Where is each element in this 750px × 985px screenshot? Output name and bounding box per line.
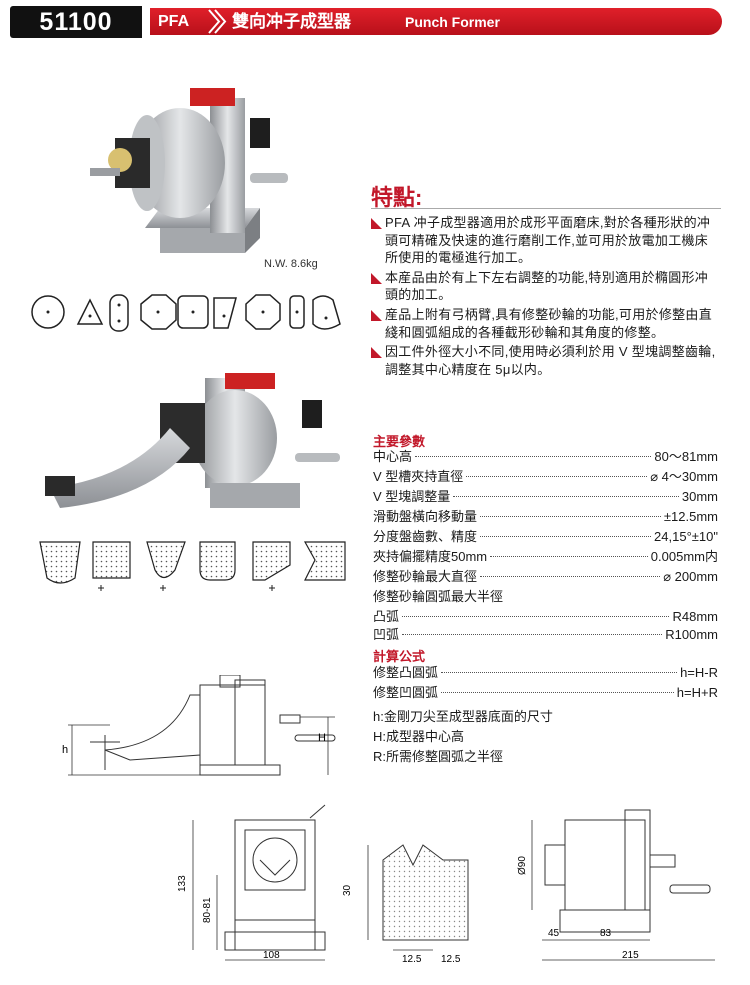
formula-heading: 計算公式 xyxy=(373,649,426,664)
arc-heading: 修整砂輪圓弧最大半徑 xyxy=(373,589,504,604)
legend-item: H:成型器中心高 xyxy=(373,729,465,744)
dim-45-label: 45 xyxy=(548,928,560,939)
specs-heading: 主要參數 xyxy=(373,434,426,449)
dim-215-label: 215 xyxy=(622,950,639,961)
product-photo-arm xyxy=(45,373,340,508)
product-title-en: Punch Former xyxy=(405,14,500,30)
front-view-drawing: 133 80-81 108 xyxy=(177,804,326,961)
feature-item: PFA 冲子成型器適用於成形平面磨床,對於各種形狀的冲頭可精確及快速的進行磨削工… xyxy=(371,214,721,267)
chevron-right-icon xyxy=(208,9,227,34)
side-view-drawing: h H xyxy=(62,675,336,776)
spec-row: 滑動盤橫向移動量±12.5mm xyxy=(373,509,718,524)
dim-h-label: h xyxy=(62,744,68,756)
v-block-drawing: 30 12.5 12.5 xyxy=(342,844,469,965)
dim-108-label: 108 xyxy=(263,950,280,961)
dim-80-81-label: 80-81 xyxy=(202,897,213,923)
dim-83-label: 83 xyxy=(600,928,612,939)
dim-H-label: H xyxy=(318,732,326,744)
triangle-bullet-icon xyxy=(371,309,382,321)
dim-30-label: 30 xyxy=(342,884,353,896)
wheel-profile-shapes xyxy=(39,541,346,591)
feature-item: 本産品由於有上下左右調整的功能,特別適用於橢圓形冲頭的加工。 xyxy=(371,269,721,304)
spec-row: V 型槽夾持直徑⌀ 4～30mm xyxy=(373,469,718,484)
product-photo-front xyxy=(90,88,288,253)
triangle-bullet-icon xyxy=(371,272,382,284)
punch-profile-shapes xyxy=(31,294,341,332)
feature-item: 産品上附有弓柄臂,具有修整砂輪的功能,可用於修整由直綫和圓弧組成的各種截形砂輪和… xyxy=(371,306,721,341)
model-number: 51100 xyxy=(10,6,142,38)
spec-row: 修整砂輪最大直徑⌀ 200mm xyxy=(373,569,718,584)
feature-item: 因工件外徑大小不同,使用時必須利於用 V 型塊調整齒輪,調整其中心精度在 5μ以… xyxy=(371,343,721,378)
dim-90-label: Ø90 xyxy=(517,856,528,875)
triangle-bullet-icon xyxy=(371,218,382,229)
header-banner xyxy=(150,8,722,35)
series-label: PFA xyxy=(158,13,190,30)
legend-item: h:金剛刀尖至成型器底面的尺寸 xyxy=(373,709,553,724)
features-divider xyxy=(371,208,721,209)
dim-133-label: 133 xyxy=(177,875,188,892)
net-weight-caption: N.W. 8.6kg xyxy=(264,258,318,270)
features-heading: 特點: xyxy=(371,185,423,210)
product-title-cn: 雙向冲子成型器 xyxy=(232,12,351,31)
dim-12-5-left-label: 12.5 xyxy=(402,954,422,965)
triangle-bullet-icon xyxy=(371,347,382,359)
top-view-drawing: Ø90 45 83 215 xyxy=(517,809,715,961)
dim-12-5-right-label: 12.5 xyxy=(441,954,461,965)
features-list: PFA 冲子成型器適用於成形平面磨床,對於各種形狀的冲頭可精確及快速的進行磨削工… xyxy=(371,214,721,380)
legend-item: R:所需修整圓弧之半徑 xyxy=(373,749,504,764)
